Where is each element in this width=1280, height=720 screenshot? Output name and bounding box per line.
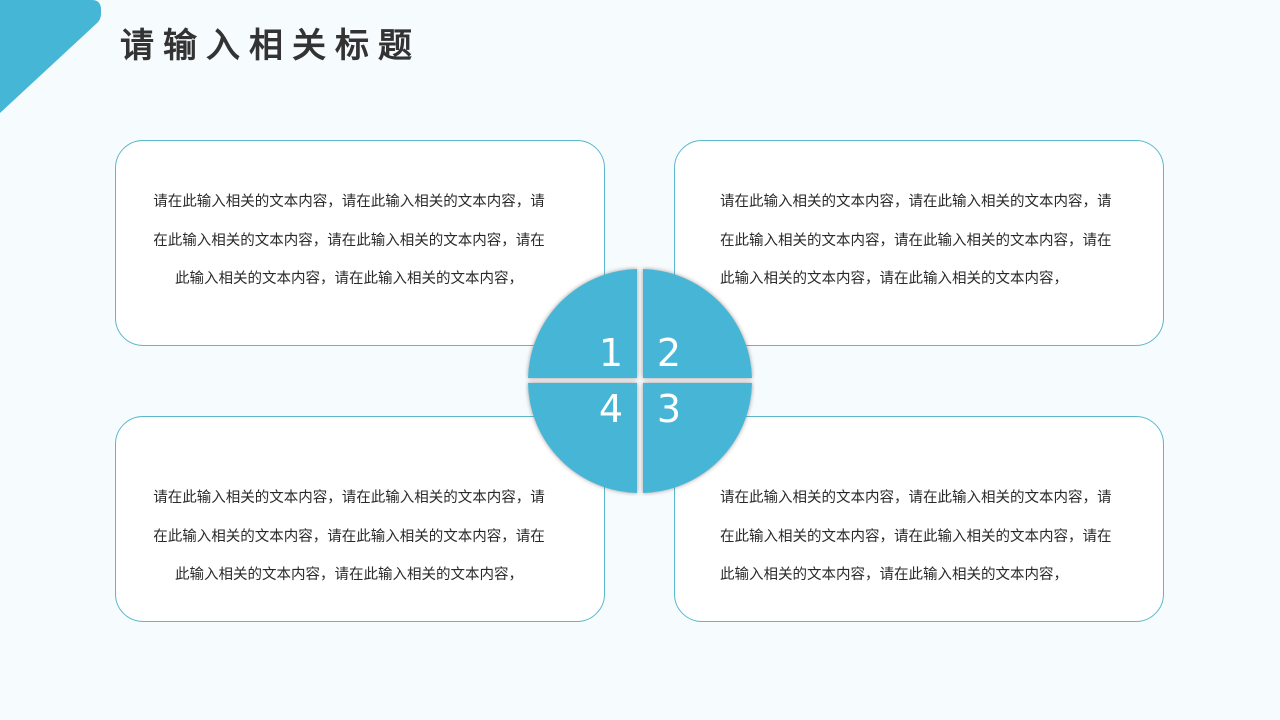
- quadrant-1: [528, 269, 637, 378]
- text-card-1: 请在此输入相关的文本内容，请在此输入相关的文本内容，请 在此输入相关的文本内容，…: [115, 140, 605, 346]
- quadrant-4: [528, 383, 637, 493]
- quadrant-2: [643, 269, 752, 378]
- corner-accent-shape: [0, 0, 101, 113]
- quadrant-3: [643, 383, 752, 493]
- text-card-4: 请在此输入相关的文本内容，请在此输入相关的文本内容，请 在此输入相关的文本内容，…: [115, 416, 605, 622]
- card-1-text: 请在此输入相关的文本内容，请在此输入相关的文本内容，请 在此输入相关的文本内容，…: [153, 194, 545, 287]
- quadrant-circle-diagram: [528, 269, 752, 493]
- quadrant-3-label: 3: [656, 387, 682, 431]
- card-3-text: 请在此输入相关的文本内容，请在此输入相关的文本内容，请 在此输入相关的文本内容，…: [720, 490, 1112, 583]
- quadrant-1-label: 1: [598, 331, 624, 375]
- text-card-2: 请在此输入相关的文本内容，请在此输入相关的文本内容，请 在此输入相关的文本内容，…: [674, 140, 1164, 346]
- quadrant-2-label: 2: [656, 331, 682, 375]
- card-2-text: 请在此输入相关的文本内容，请在此输入相关的文本内容，请 在此输入相关的文本内容，…: [720, 194, 1112, 287]
- page-title: 请输入相关标题: [120, 26, 421, 66]
- text-card-3: 请在此输入相关的文本内容，请在此输入相关的文本内容，请 在此输入相关的文本内容，…: [674, 416, 1164, 622]
- card-4-text: 请在此输入相关的文本内容，请在此输入相关的文本内容，请 在此输入相关的文本内容，…: [153, 490, 545, 583]
- quadrant-4-label: 4: [598, 387, 624, 431]
